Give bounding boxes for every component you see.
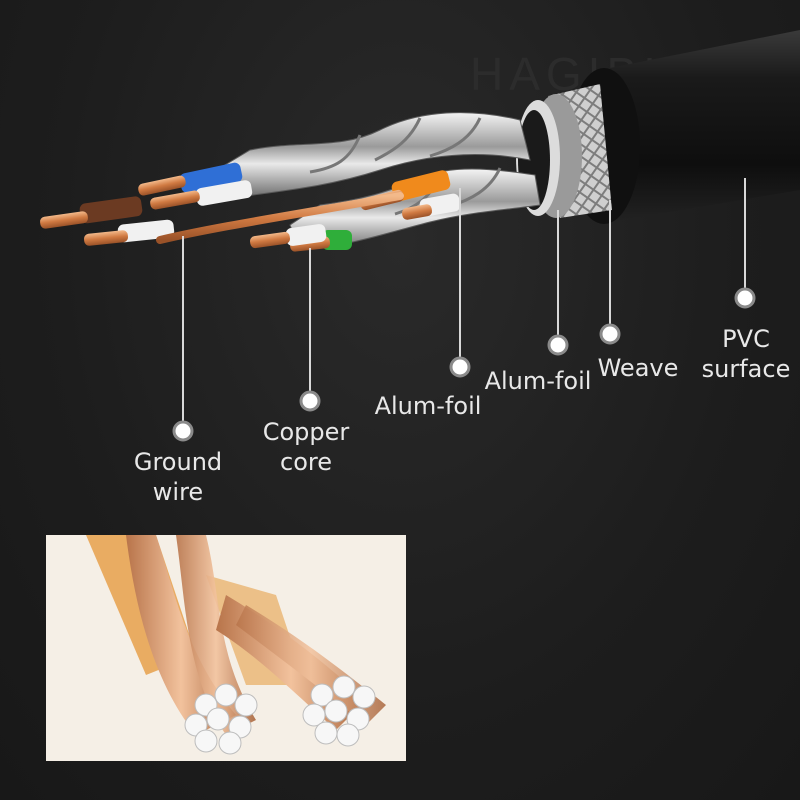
- conductor-brown: [40, 196, 143, 229]
- drain-ground-wire: [156, 192, 404, 244]
- label-pvc-surface: PVC surface: [701, 325, 791, 383]
- marker-alum-foil-outer: [547, 334, 569, 356]
- conductor-white-blue: [150, 180, 253, 210]
- copper-strand-illustration: [86, 535, 386, 755]
- marker-copper-core: [299, 390, 321, 412]
- marker-ground-wire: [172, 420, 194, 442]
- marker-weave: [599, 323, 621, 345]
- label-ground-wire: Ground wire: [133, 448, 223, 506]
- label-copper-core: Copper core: [262, 418, 350, 476]
- conductor-white-orange: [401, 193, 461, 220]
- marker-pvc-surface: [734, 287, 756, 309]
- label-weave: Weave: [597, 354, 679, 382]
- conductor-blue: [138, 162, 243, 196]
- conductor-white-green: [250, 224, 327, 249]
- label-alum-foil-outer: Alum-foil: [484, 367, 592, 395]
- marker-alum-foil-inner: [449, 356, 471, 378]
- copper-strand-closeup: [46, 535, 406, 761]
- label-alum-foil-inner: Alum-foil: [374, 392, 482, 420]
